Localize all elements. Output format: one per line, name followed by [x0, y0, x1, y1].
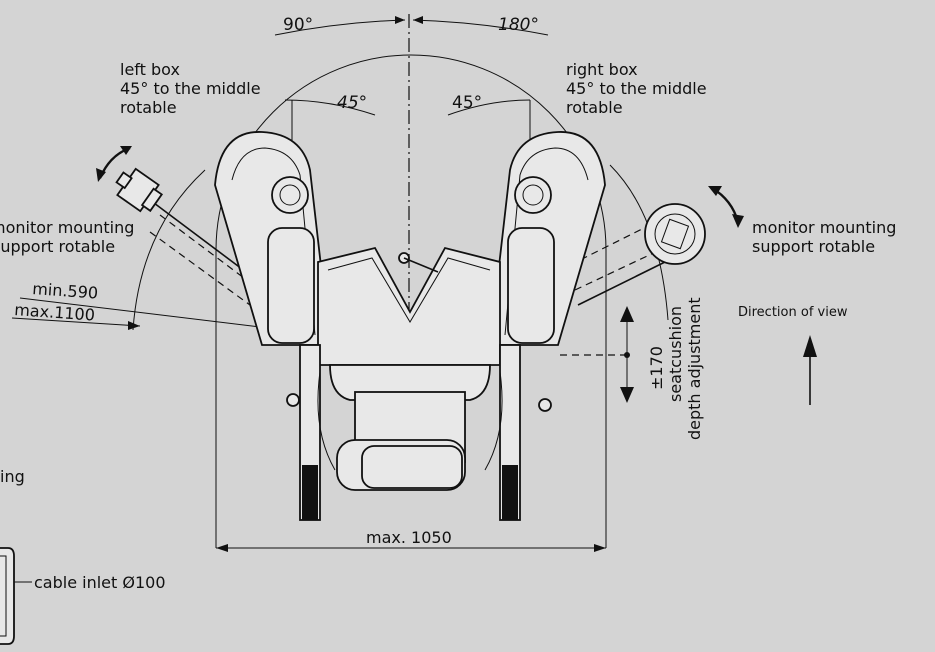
seat-adjust-label: depth adjustment: [685, 297, 704, 440]
cable-inlet-label: cable inlet Ø100: [34, 573, 166, 592]
monitor-right-label: support rotable: [752, 237, 875, 256]
direction-of-view-label: Direction of view: [738, 305, 848, 320]
seat-adjust-label: seatcushion: [666, 306, 685, 402]
left-box-label: rotable: [120, 98, 177, 117]
left-monitor-support: [96, 146, 261, 306]
left-reach-arc: [132, 169, 206, 331]
right-monitor-support: [569, 186, 744, 306]
arrow-head: [620, 387, 634, 403]
angle-45-left-label: 45°: [337, 93, 367, 113]
seat-adjust-dot: [624, 352, 630, 358]
arrow-head: [216, 544, 228, 552]
partial-left-label: ing: [0, 467, 25, 486]
min-reach-label: min.590: [32, 279, 99, 303]
left-armrest-pad: [267, 227, 315, 344]
arrow-head: [395, 16, 405, 24]
angle-45-right-label: 45°: [452, 93, 482, 113]
inner-angle-arc-left: [284, 99, 376, 116]
arrow-head: [413, 16, 423, 24]
right-armrest-pad: [507, 227, 555, 344]
monitor-left-label: support rotable: [0, 237, 115, 256]
angle-90-label: 90°: [283, 15, 313, 35]
cable-inlet: [0, 547, 32, 645]
right-box-label: rotable: [566, 98, 623, 117]
direction-arrow-head: [803, 335, 817, 357]
monitor-left-label: monitor mounting: [0, 218, 134, 237]
right-track: [502, 465, 518, 520]
left-box-label: 45° to the middle: [120, 79, 261, 98]
inner-angle-arc-right: [447, 99, 531, 116]
labels: 90° 180° 45° 45° left box 45° to the mid…: [0, 15, 896, 592]
max-width-label: max. 1050: [366, 528, 452, 547]
max-reach-line: [11, 317, 141, 327]
max-reach-label: max.1100: [14, 300, 96, 325]
top-angle-arc-right: [412, 19, 549, 36]
top-angle-arc-left: [274, 19, 406, 36]
arrow-head: [620, 306, 634, 322]
left-track: [302, 465, 318, 520]
arrow-head: [128, 321, 140, 330]
angle-180-label: 180°: [498, 15, 539, 35]
seat-adjust-label: ±170: [647, 346, 666, 390]
right-box-label: right box: [566, 60, 638, 79]
chair-body: [214, 131, 606, 521]
right-box-label: 45° to the middle: [566, 79, 707, 98]
monitor-right-label: monitor mounting: [752, 218, 896, 237]
left-box-label: left box: [120, 60, 180, 79]
arrow-head: [594, 544, 606, 552]
